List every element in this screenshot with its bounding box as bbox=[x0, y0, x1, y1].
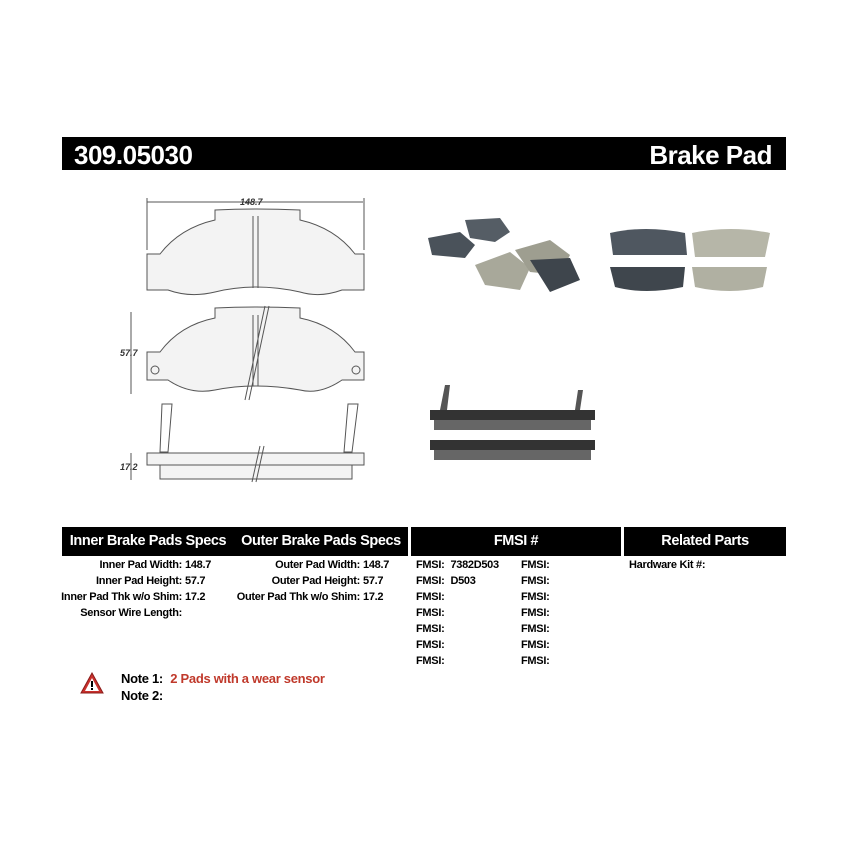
spec-value: 148.7 bbox=[363, 559, 390, 571]
technical-drawing: 148.7 57.7 17.2 bbox=[120, 197, 365, 483]
fmsi-label: FMSI: bbox=[521, 575, 550, 587]
fmsi-label: FMSI: bbox=[416, 655, 445, 667]
width-dimension: 148.7 bbox=[146, 197, 365, 250]
spec-value bbox=[185, 605, 225, 621]
note-2-label: Note 2: bbox=[121, 688, 163, 703]
thickness-dimension: 17.2 bbox=[120, 453, 138, 480]
spec-label: Sensor Wire Length: bbox=[80, 607, 182, 619]
note-1: Note 1: 2 Pads with a wear sensor bbox=[121, 671, 325, 686]
spec-label: Inner Pad Width: bbox=[99, 559, 183, 571]
header-outer-specs: Outer Brake Pads Specs bbox=[234, 527, 408, 556]
fmsi-label: FMSI: bbox=[416, 591, 445, 603]
fmsi-number: 7382D503 bbox=[450, 559, 499, 571]
header-inner-specs: Inner Brake Pads Specs bbox=[62, 527, 234, 556]
fmsi-label: FMSI: bbox=[416, 575, 445, 587]
thickness-label: 17.2 bbox=[120, 462, 138, 472]
fmsi-number: D503 bbox=[450, 575, 476, 587]
spec-value: 17.2 bbox=[185, 591, 206, 603]
hardware-kit-label: Hardware Kit #: bbox=[629, 559, 706, 571]
spec-label: Inner Pad Height: bbox=[96, 575, 182, 587]
fmsi-label: FMSI: bbox=[416, 559, 445, 571]
fmsi-entry: FMSI: bbox=[416, 589, 499, 605]
fmsi-label: FMSI: bbox=[416, 607, 445, 619]
header-related-parts: Related Parts bbox=[624, 527, 786, 556]
spec-label: Inner Pad Thk w/o Shim: bbox=[61, 591, 182, 603]
fmsi-entry: FMSI: bbox=[416, 653, 499, 669]
pad-outline-top bbox=[146, 208, 365, 296]
product-photo-angled bbox=[428, 218, 580, 292]
inner-specs-labels: Inner Pad Width: Inner Pad Height: Inner… bbox=[60, 557, 182, 621]
fmsi-label: FMSI: bbox=[416, 639, 445, 651]
width-label: 148.7 bbox=[240, 197, 264, 207]
note-1-label: Note 1: bbox=[121, 671, 163, 686]
note-2: Note 2: bbox=[121, 688, 163, 703]
spec-value: 57.7 bbox=[185, 575, 206, 587]
fmsi-entry: FMSI: D503 bbox=[416, 573, 499, 589]
hardware-kit: Hardware Kit #: bbox=[629, 557, 706, 573]
spec-value: 148.7 bbox=[185, 559, 212, 571]
outer-specs-values: 148.7 57.7 17.2 bbox=[363, 557, 403, 605]
fmsi-label: FMSI: bbox=[521, 623, 550, 635]
fmsi-entry: FMSI: bbox=[521, 605, 555, 621]
product-photo-side bbox=[430, 385, 595, 460]
fmsi-label: FMSI: bbox=[521, 559, 550, 571]
spec-label: Outer Pad Thk w/o Shim: bbox=[236, 591, 361, 603]
height-label: 57.7 bbox=[120, 348, 139, 358]
fmsi-entry: FMSI: bbox=[416, 637, 499, 653]
fmsi-entry: FMSI: 7382D503 bbox=[416, 557, 499, 573]
fmsi-label: FMSI: bbox=[416, 623, 445, 635]
spec-value: 17.2 bbox=[363, 591, 384, 603]
pad-side-view bbox=[146, 452, 365, 466]
part-number: 309.05030 bbox=[74, 140, 193, 170]
header-fmsi: FMSI # bbox=[411, 527, 621, 556]
fmsi-entry: FMSI: bbox=[521, 653, 555, 669]
fmsi-label: FMSI: bbox=[521, 591, 550, 603]
title-bar: 309.05030 Brake Pad bbox=[62, 137, 786, 170]
inner-specs-values: 148.7 57.7 17.2 bbox=[185, 557, 225, 621]
part-category: Brake Pad bbox=[649, 140, 772, 170]
spec-value: 57.7 bbox=[363, 575, 384, 587]
warning-icon bbox=[80, 672, 104, 694]
fmsi-entry: FMSI: bbox=[521, 637, 555, 653]
fmsi-entry: FMSI: bbox=[521, 557, 555, 573]
spec-label: Outer Pad Height: bbox=[271, 575, 361, 587]
fmsi-label: FMSI: bbox=[521, 607, 550, 619]
fmsi-label: FMSI: bbox=[521, 639, 550, 651]
fmsi-entry: FMSI: bbox=[521, 589, 555, 605]
fmsi-entry: FMSI: bbox=[521, 573, 555, 589]
fmsi-label: FMSI: bbox=[521, 655, 550, 667]
fmsi-entry: FMSI: bbox=[521, 621, 555, 637]
fmsi-col-2: FMSI: FMSI: FMSI: FMSI: FMSI: FMSI: FMSI: bbox=[521, 557, 555, 669]
note-1-value: 2 Pads with a wear sensor bbox=[170, 671, 325, 686]
product-photo-flat bbox=[610, 229, 770, 291]
fmsi-entry: FMSI: bbox=[416, 605, 499, 621]
height-dimension: 57.7 bbox=[120, 312, 139, 394]
spec-label: Outer Pad Width: bbox=[275, 559, 360, 571]
fmsi-entry: FMSI: bbox=[416, 621, 499, 637]
outer-specs-labels: Outer Pad Width: Outer Pad Height: Outer… bbox=[220, 557, 361, 605]
